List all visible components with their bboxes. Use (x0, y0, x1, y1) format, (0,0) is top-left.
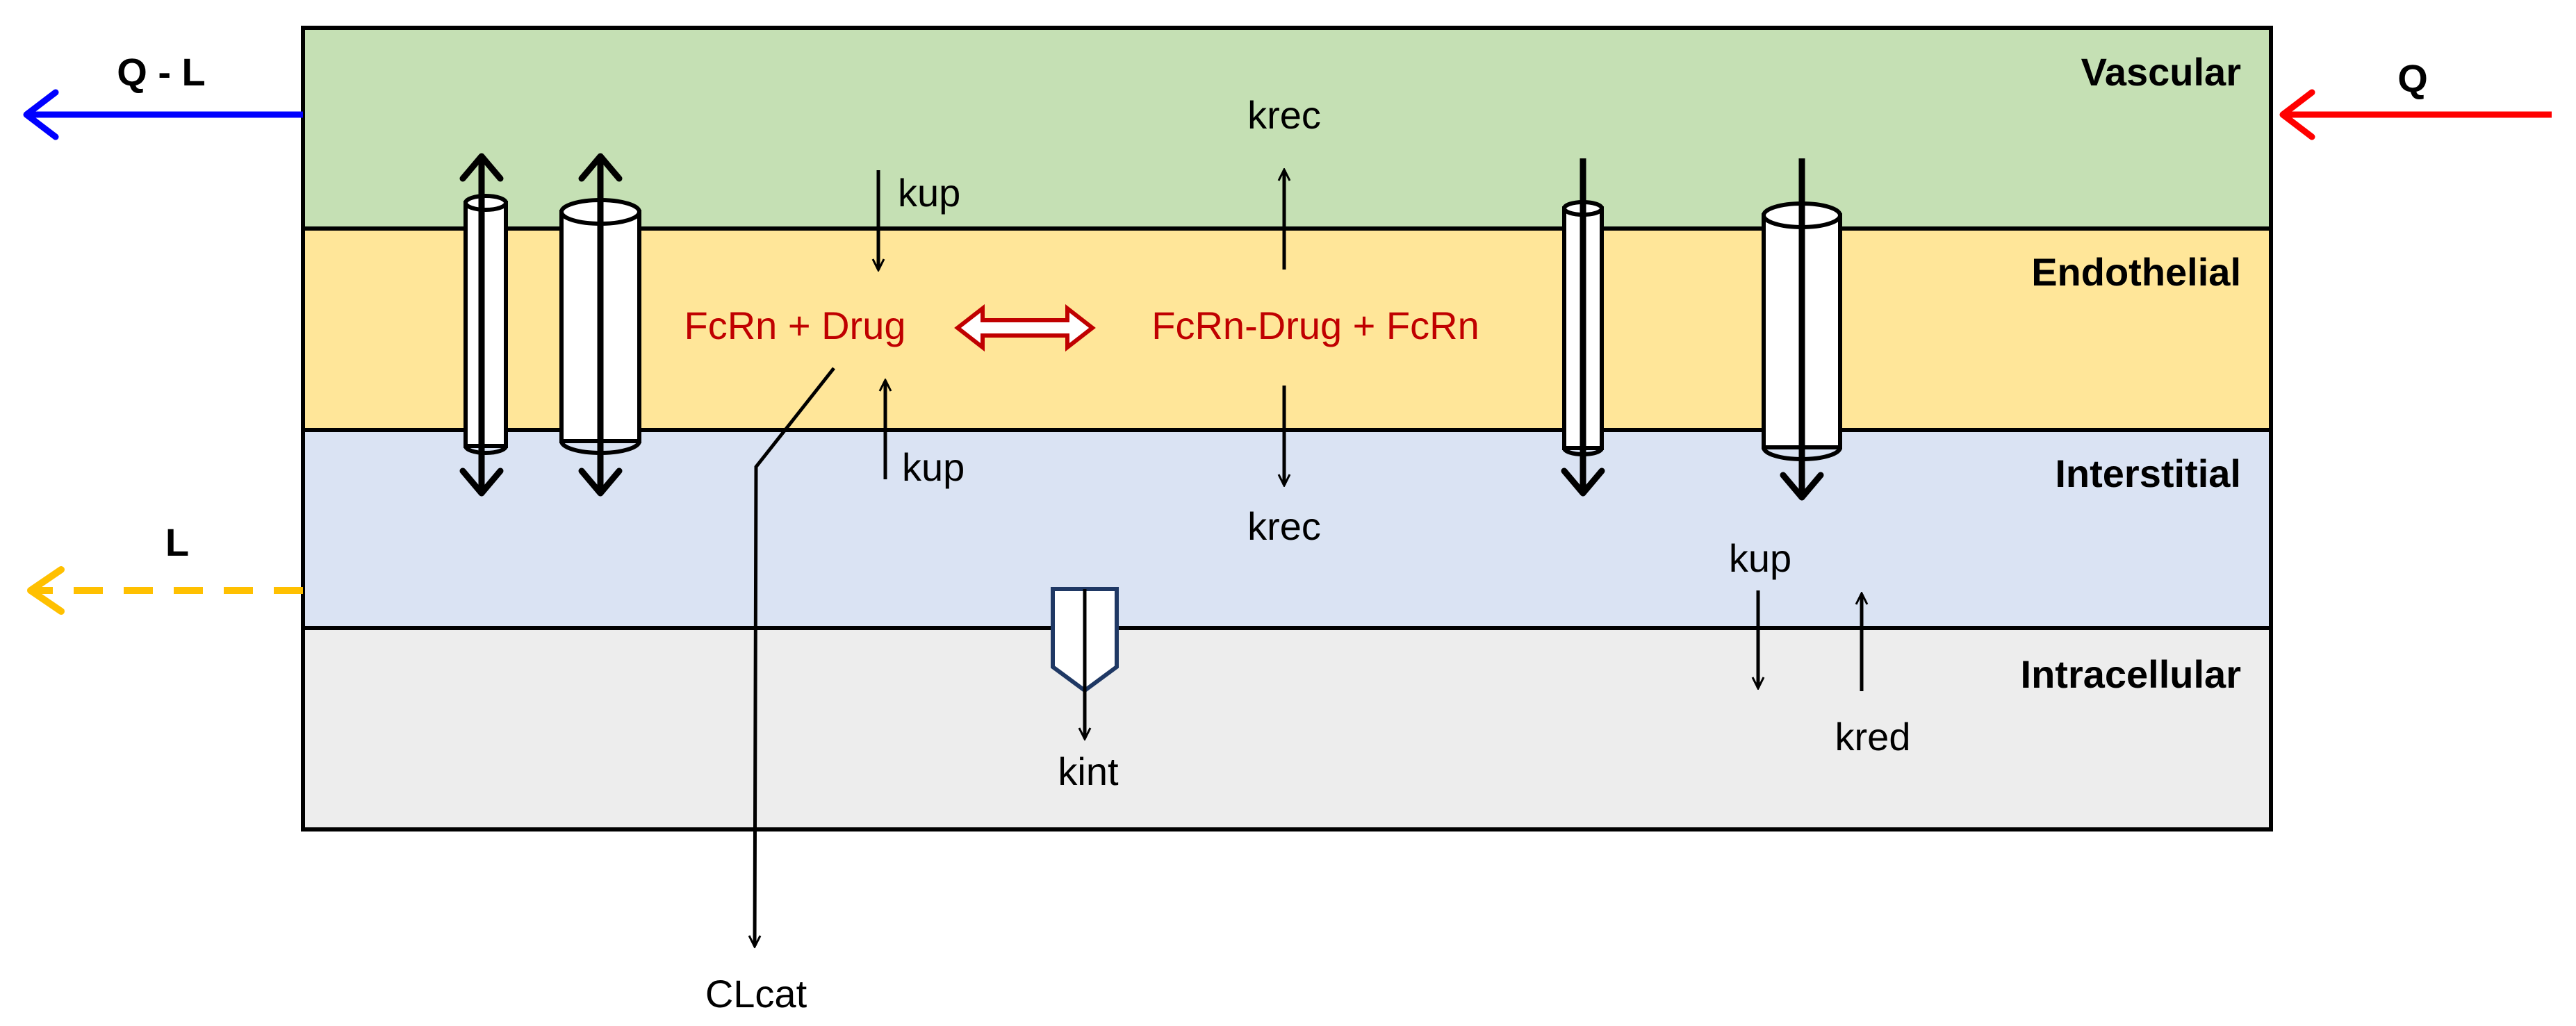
bidirectional-arrow (459, 153, 504, 497)
lymph-flow-arrow (27, 566, 303, 615)
interstitial-layer (303, 430, 2271, 628)
fcrn-drug-reactants: FcRn + Drug (684, 304, 906, 347)
krec-bottom-label: krec (1247, 504, 1321, 548)
bidirectional-arrow (578, 153, 623, 497)
kup-right-label: kup (1729, 536, 1791, 580)
kup-top-label: kup (898, 171, 960, 215)
downward-arrow (1561, 158, 1605, 497)
small-pore-cylinder (463, 194, 508, 455)
lymph-flow-label: L (165, 520, 189, 564)
downward-arrow (1780, 158, 1824, 501)
vascular-layer (303, 28, 2271, 229)
q-inflow-arrow (2279, 89, 2552, 140)
q-minus-l-outflow-label: Q - L (117, 50, 206, 94)
q-inflow-label: Q (2397, 56, 2428, 100)
vascular-label: Vascular (2081, 50, 2241, 94)
endothelial-label: Endothelial (2031, 250, 2241, 294)
tissue-box-border (301, 26, 2273, 831)
kint-label: kint (1058, 750, 1119, 793)
krec-top-label: krec (1247, 93, 1321, 137)
q-minus-l-outflow-arrow (23, 89, 303, 140)
clcat-label: CLcat (705, 972, 807, 1016)
clcat-clearance-arrow (755, 367, 835, 946)
fcrn-drug-complex: FcRn-Drug + FcRn (1151, 304, 1479, 347)
kup-mid-label: kup (902, 445, 965, 489)
intracellular-layer (303, 628, 2271, 829)
kred-label: kred (1835, 715, 1911, 759)
interstitial-label: Interstitial (2055, 452, 2241, 495)
intracellular-label: Intracellular (2021, 652, 2241, 696)
equilibrium-double-arrow (954, 304, 1096, 352)
